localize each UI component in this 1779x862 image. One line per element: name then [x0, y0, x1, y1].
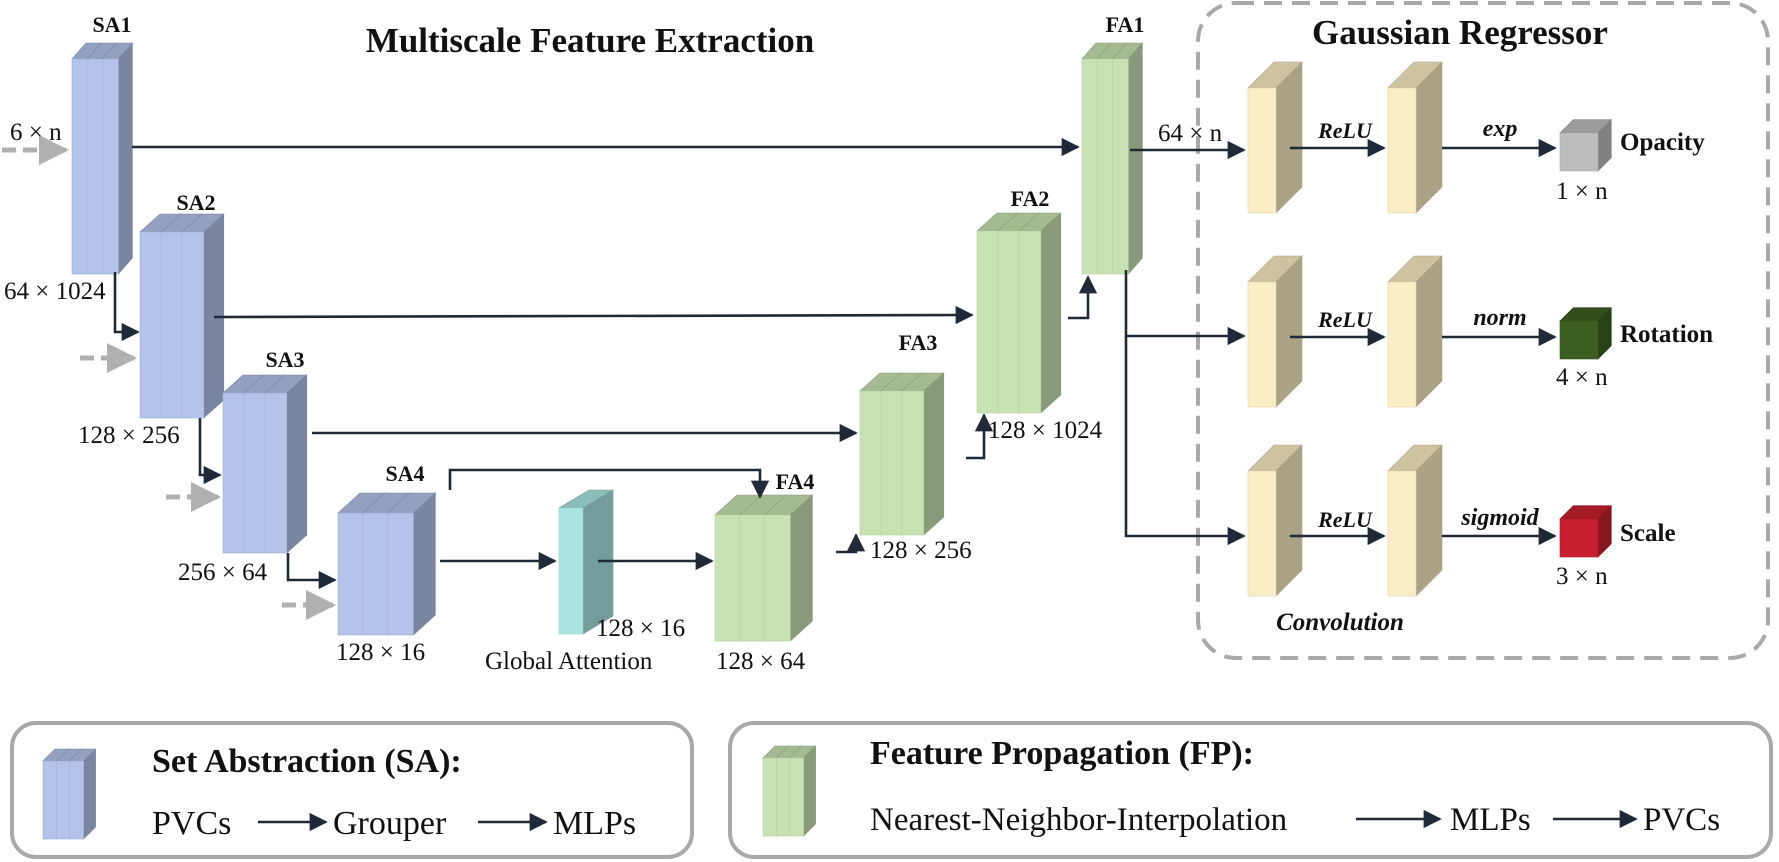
- legend-fp-icon: [762, 745, 817, 837]
- sa4-label: SA4: [385, 461, 424, 486]
- opacity-cube: [1559, 118, 1613, 172]
- attention-label: Global Attention: [485, 648, 653, 675]
- legend-sa-icon: [42, 748, 97, 840]
- convolution-label: Convolution: [1276, 609, 1404, 636]
- conv-block-a-2: [1247, 444, 1303, 597]
- sa1-input-dim: 6 × n: [10, 119, 62, 146]
- rotation-cube: [1559, 306, 1613, 360]
- fa1-label: FA1: [1106, 12, 1145, 37]
- sa2-block: [139, 213, 225, 419]
- legend-fp-step-3: PVCs: [1643, 802, 1720, 838]
- relu-label-rotation: ReLU: [1317, 307, 1373, 332]
- func-sigmoid-label: sigmoid: [1460, 505, 1539, 531]
- func-norm-label: norm: [1473, 305, 1526, 331]
- sa4-block: [337, 492, 437, 636]
- conv-block-b-1: [1387, 255, 1443, 408]
- fa2-label: FA2: [1011, 186, 1050, 211]
- fa3-dim: 128 × 256: [870, 537, 972, 564]
- fa1-block: [1081, 42, 1144, 275]
- regressor-frame: [1196, 1, 1770, 660]
- attention-dim: 128 × 16: [596, 615, 685, 642]
- legend-sa-frame: [10, 721, 694, 859]
- legend-fp-step-1: Nearest-Neighbor-Interpolation: [870, 802, 1287, 838]
- legend-sa-step-3: MLPs: [553, 805, 636, 842]
- scale-cube: [1559, 504, 1613, 558]
- fa1-to-rotation-branch: [1124, 270, 1246, 346]
- conv-block-a-1: [1247, 255, 1303, 408]
- sa2-to-sa3: [198, 418, 222, 485]
- sa2-label: SA2: [176, 190, 215, 215]
- scale-dim: 3 × n: [1556, 563, 1608, 590]
- legend-sa-step-2: Grouper: [333, 805, 447, 842]
- skip-sa4-fa4: [448, 468, 770, 499]
- fa3-to-fa2: [966, 413, 994, 460]
- legend-fp-frame: [728, 721, 1773, 859]
- opacity-dim: 1 × n: [1556, 178, 1608, 205]
- sa2-output-dim: 128 × 256: [78, 422, 180, 449]
- fa4-dim: 128 × 64: [716, 648, 806, 675]
- func-exp-label: exp: [1483, 116, 1518, 142]
- fa4-label: FA4: [776, 469, 815, 494]
- fa2-to-fa1: [1068, 275, 1098, 320]
- fa3-label: FA3: [899, 330, 938, 355]
- opacity-label: Opacity: [1620, 129, 1705, 156]
- legend-fp-title: Feature Propagation (FP):: [870, 735, 1254, 772]
- relu-label-opacity: ReLU: [1317, 118, 1373, 143]
- rotation-dim: 4 × n: [1556, 364, 1608, 391]
- sa3-block: [222, 374, 308, 554]
- regressor-title: Gaussian Regressor: [1312, 13, 1608, 52]
- rotation-label: Rotation: [1620, 321, 1713, 348]
- conv-block-a-0: [1247, 61, 1303, 214]
- extraction-title: Multiscale Feature Extraction: [366, 21, 814, 60]
- scale-label: Scale: [1620, 520, 1676, 547]
- conv-block-b-0: [1387, 61, 1443, 214]
- sa3-to-sa4: [286, 553, 337, 590]
- fa1-dim: 64 × n: [1158, 120, 1223, 147]
- sa1-output-dim: 64 × 1024: [4, 278, 106, 305]
- fa2-dim: 128 × 1024: [988, 417, 1103, 444]
- sa1-label: SA1: [92, 12, 131, 37]
- sa3-output-dim: 256 × 64: [178, 559, 268, 586]
- legend-sa-title: Set Abstraction (SA):: [152, 743, 462, 780]
- fa3-block: [859, 372, 945, 536]
- legend-sa-step-1: PVCs: [152, 805, 231, 842]
- sa1-to-sa2: [113, 272, 140, 342]
- fa1-to-scale-branch: [1124, 336, 1246, 546]
- legend-fp-step-2: MLPs: [1450, 802, 1531, 838]
- sa1-block: [71, 42, 134, 275]
- sa4-output-dim: 128 × 16: [336, 639, 425, 666]
- fa4-block: [714, 494, 814, 642]
- relu-label-scale: ReLU: [1317, 507, 1373, 532]
- fa2-block: [976, 212, 1062, 414]
- conv-block-b-2: [1387, 444, 1443, 597]
- sa3-label: SA3: [265, 347, 304, 372]
- skip-sa2-fa2: [213, 305, 974, 325]
- fa4-to-fa3: [836, 533, 866, 554]
